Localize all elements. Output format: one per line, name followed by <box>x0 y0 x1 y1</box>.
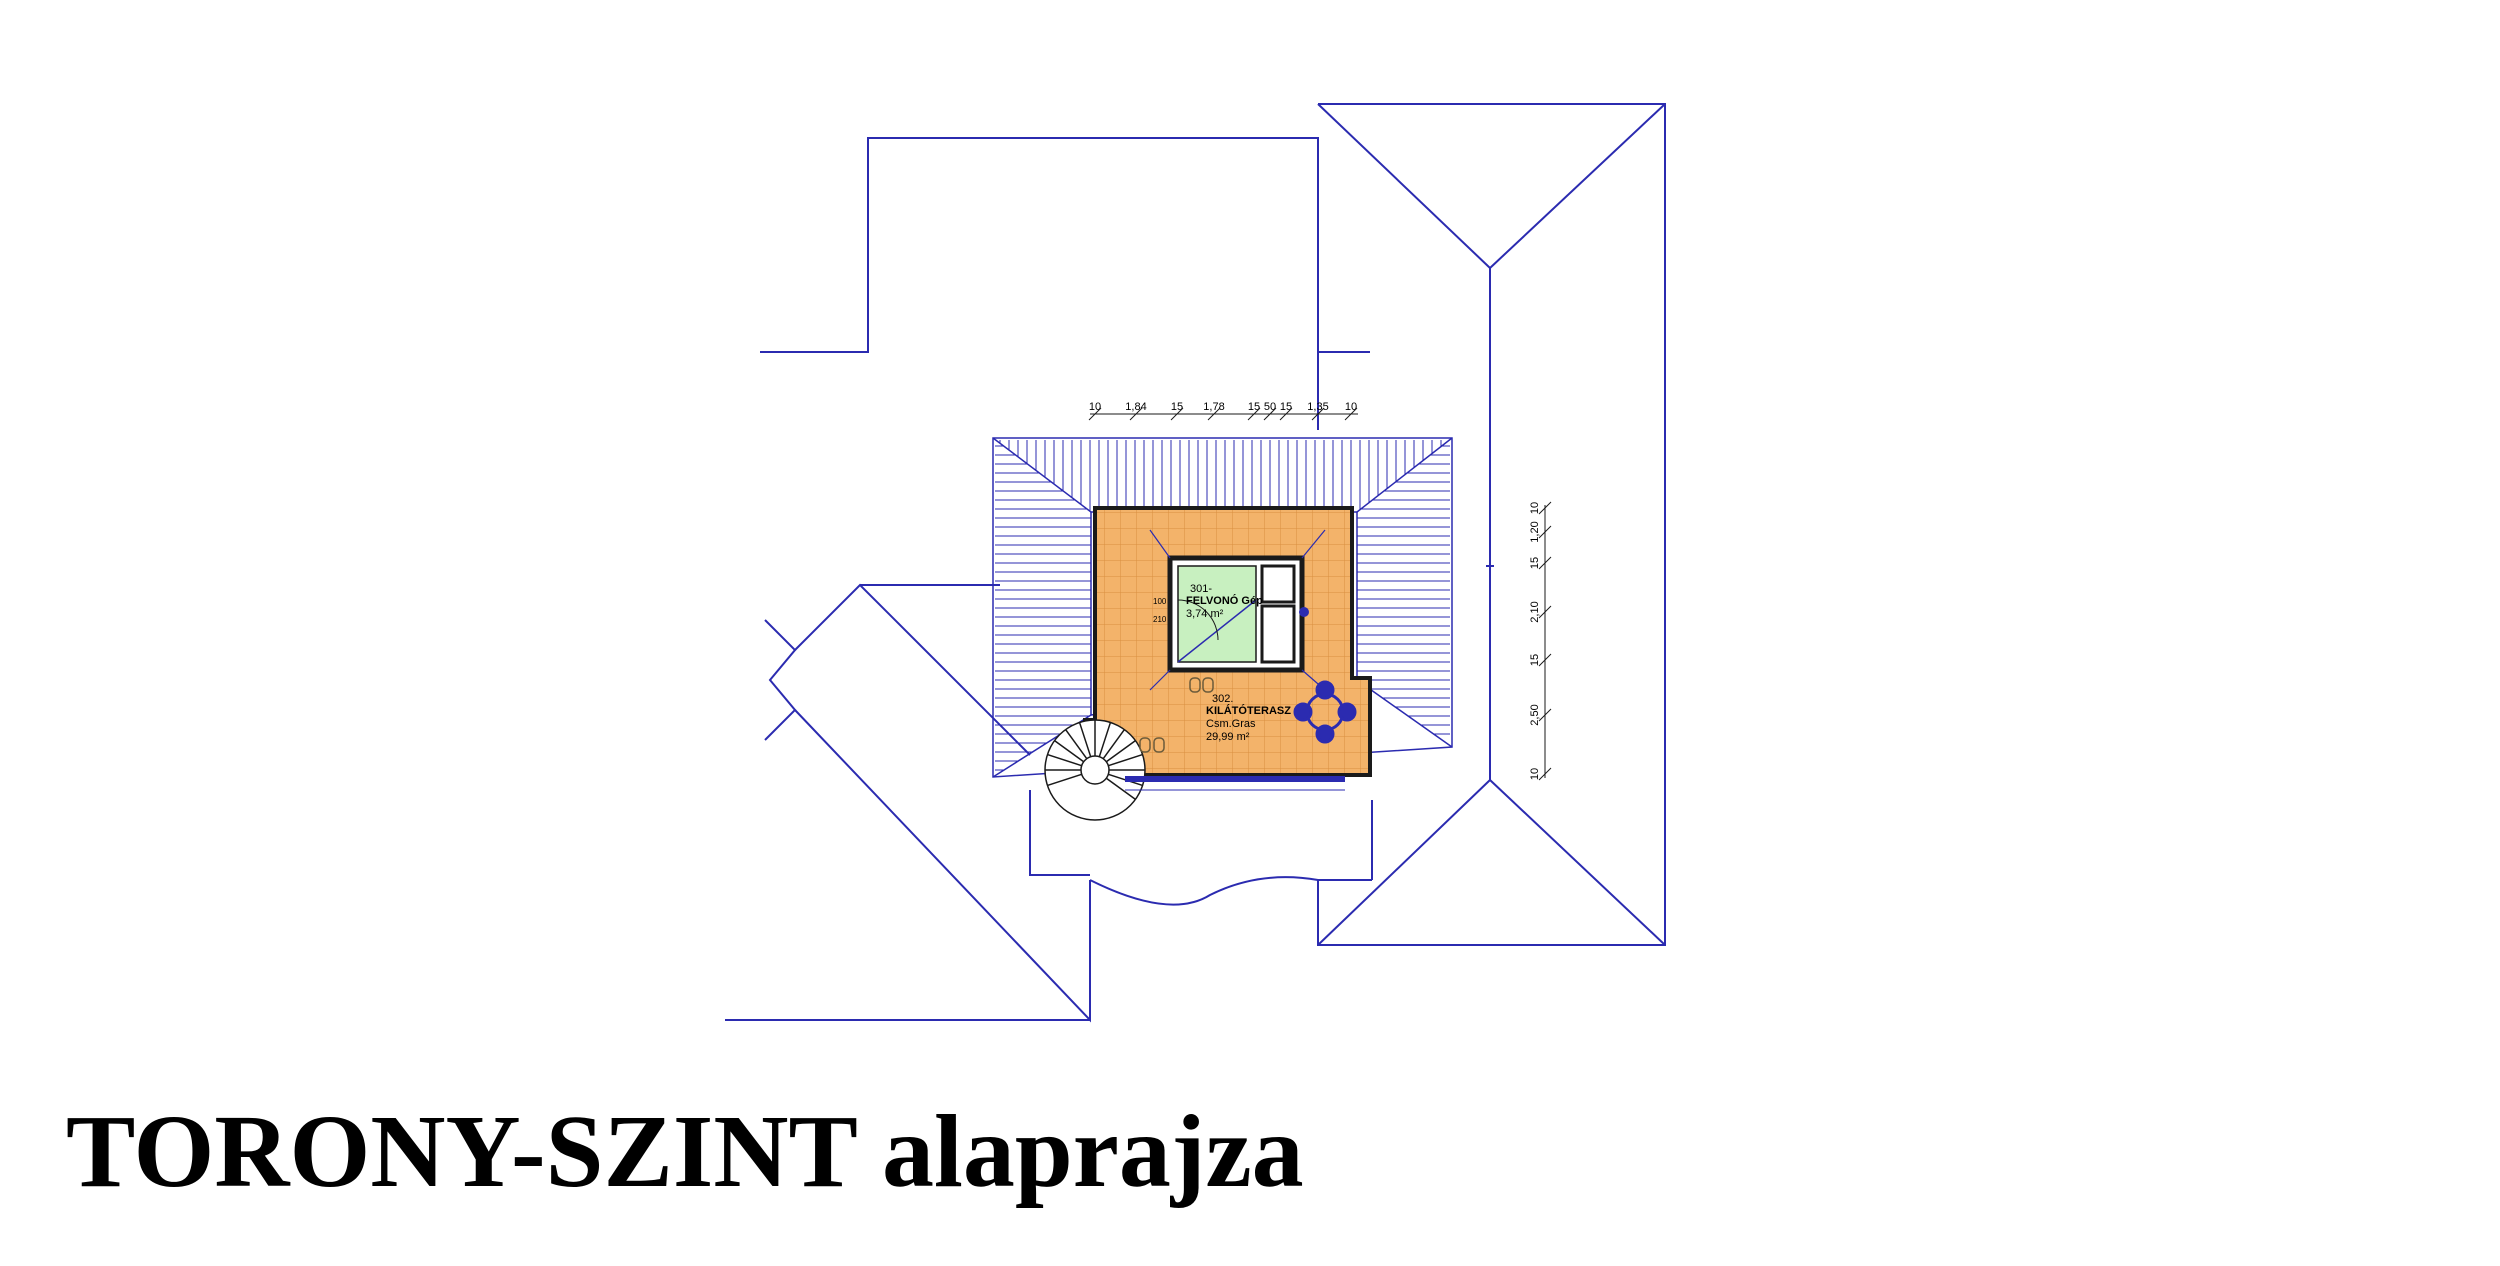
stair-tread <box>1105 740 1136 763</box>
right-dimension-label: 1,20 <box>1529 521 1541 542</box>
stair-tread <box>1078 722 1092 757</box>
stair-tread <box>1047 753 1082 767</box>
room-301-number: 301- <box>1190 583 1212 595</box>
right-dimension-labels: 10 1,20 15 2,10 15 2,50 10 <box>1529 501 1552 781</box>
door-height-label: 210 <box>1153 615 1167 624</box>
room-302-label: 302. KILÁTÓTERASZ Csm.Gras 29,99 m² <box>1206 693 1291 743</box>
stair-tread <box>1047 773 1082 787</box>
drawing-caption: TORONY-SZINT alaprajza <box>66 1094 1304 1209</box>
door-width-label: 100 <box>1153 597 1167 606</box>
dimension-tick <box>1207 407 1221 421</box>
top-dimension-label: 10 <box>1089 401 1101 413</box>
spiral-staircase <box>1044 719 1146 821</box>
room-302-area: 29,99 m² <box>1206 731 1250 743</box>
right-dimension-label: 2,10 <box>1529 601 1541 622</box>
room-301-name: FELVONÓ Gép <box>1186 594 1263 607</box>
stair-tread <box>1108 753 1143 767</box>
top-dimension-labels: 10 1,84 15 1,78 15 50 15 1,35 10 <box>1088 401 1358 421</box>
top-dimension-label: 50 <box>1264 401 1276 413</box>
top-dimension-label: 15 <box>1171 401 1183 413</box>
dimension-tick <box>1088 407 1102 421</box>
dimension-tick <box>1538 501 1552 515</box>
dimension-tick <box>1344 407 1358 421</box>
terrace-table-set <box>1293 680 1357 744</box>
top-dimension-label: 1,84 <box>1125 401 1146 413</box>
dimension-tick <box>1247 407 1261 421</box>
roof-outlines <box>725 103 1666 1023</box>
stair-tread <box>1102 729 1125 760</box>
top-dimension-label: 15 <box>1280 401 1292 413</box>
dimension-tick <box>1263 407 1277 421</box>
dimension-tick <box>1311 407 1325 421</box>
room-302-name: KILÁTÓTERASZ <box>1206 704 1291 717</box>
room-302-number: 302. <box>1212 693 1233 705</box>
room-302-floor: Csm.Gras <box>1206 718 1256 730</box>
dimension-tick <box>1538 605 1552 619</box>
right-dimension-label: 10 <box>1529 502 1541 514</box>
top-dimension-label: 1,78 <box>1203 401 1224 413</box>
dimension-tick <box>1538 525 1552 539</box>
top-dimension-label: 10 <box>1345 401 1357 413</box>
dimension-tick <box>1538 767 1552 781</box>
room-301-label: 301- FELVONÓ Gép 3,74 m² <box>1186 583 1263 620</box>
eave-hatching <box>995 440 1450 771</box>
top-dimension-label: 1,35 <box>1307 401 1328 413</box>
dimension-tick <box>1538 653 1552 667</box>
dimension-tick <box>1279 407 1293 421</box>
right-dimension-label: 10 <box>1529 768 1541 780</box>
stair-tread <box>1105 777 1136 800</box>
stair-tread <box>1098 722 1112 757</box>
stair-tread <box>1065 729 1088 760</box>
stair-tread <box>1054 740 1085 763</box>
door-labels: 100 210 <box>1153 597 1167 624</box>
right-dimension-label: 15 <box>1529 654 1541 666</box>
terrace-chairs <box>1139 677 1214 753</box>
glass-railing <box>1125 776 1345 791</box>
dimension-tick <box>1538 708 1552 722</box>
right-dimension-label: 2,50 <box>1529 704 1541 725</box>
elevator-machine-room <box>1149 529 1326 691</box>
dimension-tick <box>1170 407 1184 421</box>
top-dimension-label: 15 <box>1248 401 1260 413</box>
dimension-tick <box>1538 556 1552 570</box>
room-301-area: 3,74 m² <box>1186 608 1224 620</box>
right-dimension-label: 15 <box>1529 557 1541 569</box>
dimension-tick <box>1129 407 1143 421</box>
